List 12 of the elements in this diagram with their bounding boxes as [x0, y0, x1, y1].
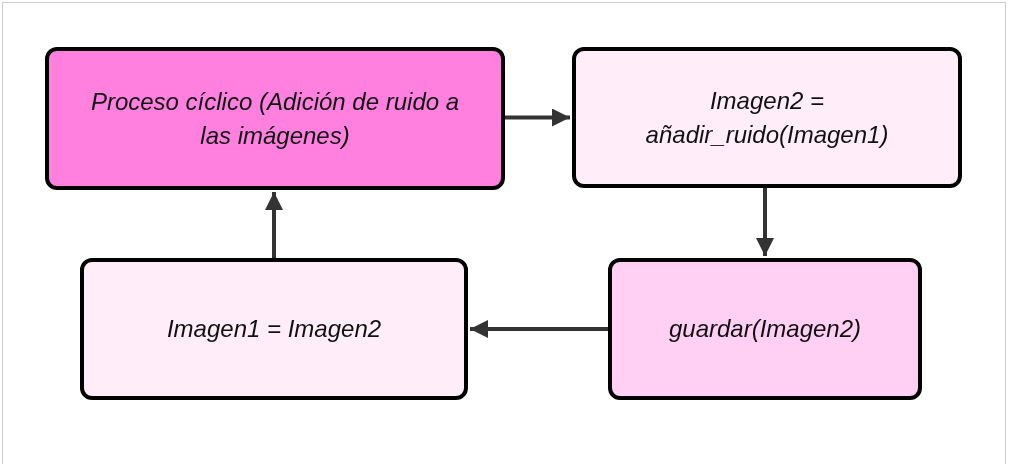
arrow — [265, 192, 283, 258]
arrow — [756, 188, 774, 256]
process-box — [80, 258, 468, 400]
process-box — [608, 258, 922, 400]
box-label: Imagen2 = añadir_ruido(Imagen1) — [644, 85, 890, 150]
arrow — [470, 320, 608, 338]
box-label: Imagen1 = Imagen2 — [166, 314, 382, 345]
process-box — [572, 47, 962, 188]
box-label: Proceso cíclico (Adición de ruido a las imágenes) — [89, 86, 461, 151]
box-label: guardar(Imagen2) — [668, 314, 862, 345]
arrow — [505, 108, 570, 127]
process-box — [45, 47, 505, 190]
